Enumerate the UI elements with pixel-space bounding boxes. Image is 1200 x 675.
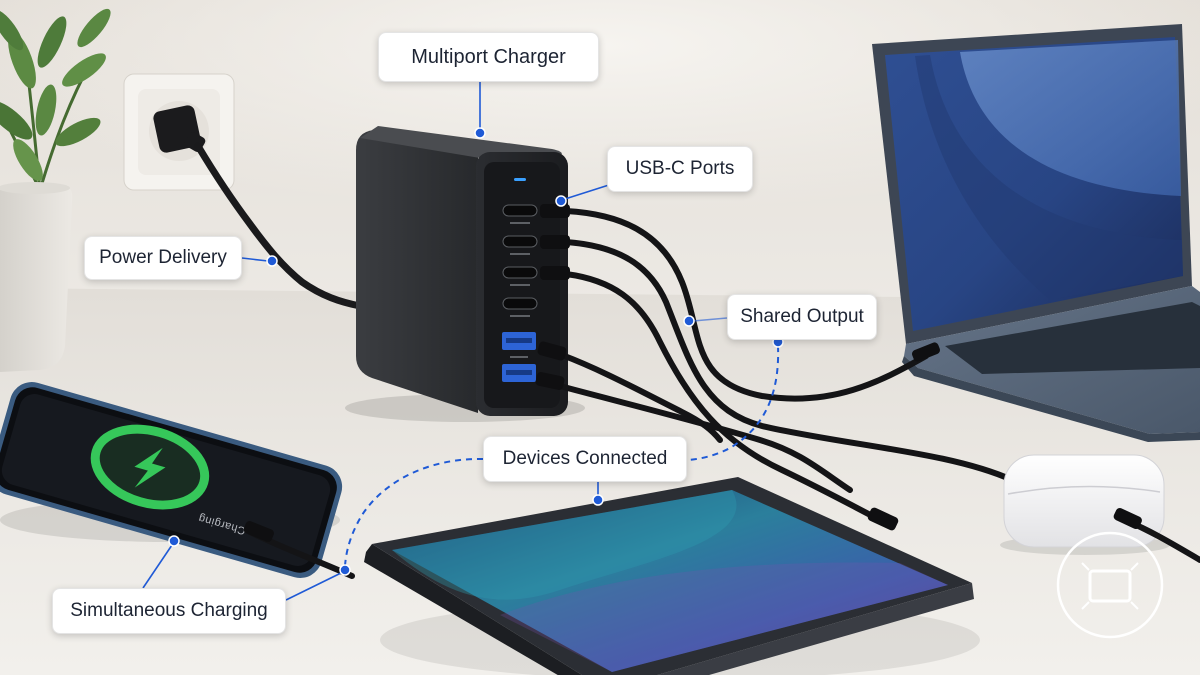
callout-shared-output: Shared Output [727,294,877,340]
callout-dot [555,195,567,207]
tablet [364,477,980,675]
callout-dot [339,564,351,576]
usb-c-port[interactable] [502,297,538,310]
cable-earbuds [563,239,1015,483]
multiport-charger [356,126,568,416]
power-cable [194,142,364,310]
callout-dot [683,315,695,327]
cable-usb-a-1 [559,352,723,443]
cable-usb-a-2 [557,383,853,493]
earbuds-case [1003,454,1200,563]
callout-dot [474,127,486,139]
lightning-bolt-icon [134,447,166,488]
callout-multiport-charger: Multiport Charger [378,32,599,82]
callout-connectors [142,82,780,601]
callout-power-delivery: Power Delivery [84,236,242,280]
usb-c-port[interactable] [502,204,538,217]
status-led-icon [514,178,526,181]
laptop [872,24,1200,442]
callout-dot [592,494,604,506]
usb-c-port[interactable] [502,235,538,248]
frame-corners-icon [1056,531,1164,639]
cable-tablet [563,271,893,528]
cable-laptop [563,208,929,402]
charging-ring-icon [90,424,210,510]
cable-plugs [535,204,941,531]
callout-devices-connected: Devices Connected [483,436,687,482]
callout-dot [266,255,278,267]
usb-c-port[interactable] [502,266,538,279]
charging-cables [557,208,1015,528]
phone-cable-plug [243,521,274,542]
callout-usb-c-ports: USB-C Ports [607,146,753,192]
callout-simultaneous-charging: Simultaneous Charging [52,588,286,634]
potted-plant [0,8,111,372]
usb-a-port-list [502,332,536,382]
usb-c-port-list [502,204,538,317]
callout-dot [168,535,180,547]
